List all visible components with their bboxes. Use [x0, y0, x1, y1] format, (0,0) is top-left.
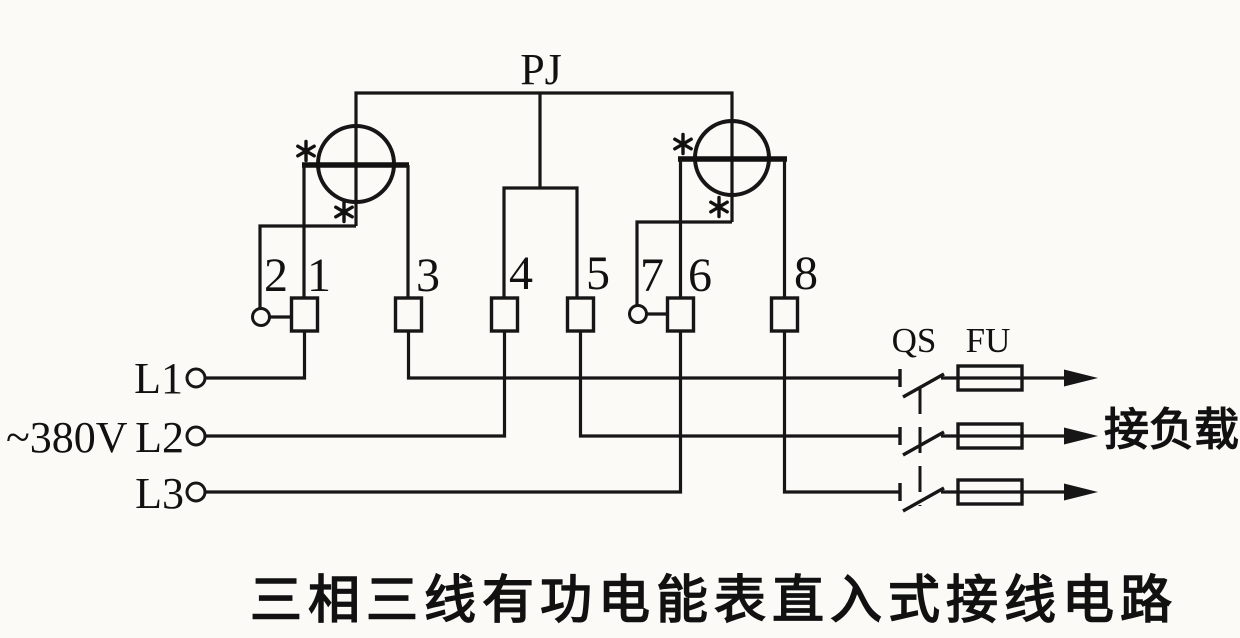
wire-l3-out [782, 331, 900, 494]
source-terminal-l3 [185, 481, 207, 503]
phase-label-l3: L3 [135, 469, 184, 518]
source-terminal-l1 [185, 367, 207, 389]
switch-label: QS [892, 321, 937, 360]
terminal-number-4: 4 [509, 247, 533, 300]
fuse-2 [956, 422, 1024, 450]
polarity-asterisk-3 [673, 132, 693, 156]
terminal-number-5: 5 [586, 247, 610, 300]
wire-voltage-step-1 [258, 224, 356, 308]
terminal-box-4 [489, 296, 520, 333]
wire-pj-rail [354, 91, 734, 226]
terminal-box-3 [393, 296, 424, 333]
fuse-3 [956, 478, 1024, 506]
phase-label-l2: L2 [135, 413, 184, 462]
phase-label-l1: L1 [134, 354, 183, 403]
terminal-box-5 [565, 296, 596, 333]
terminal-circle-2 [251, 307, 271, 327]
polarity-asterisk-1 [296, 139, 316, 163]
wire-l2-in [205, 331, 507, 438]
load-arrow-2 [1064, 427, 1098, 445]
wire-voltage-tap [502, 93, 579, 298]
wire-l3-in [205, 331, 683, 494]
fuse-label: FU [966, 321, 1011, 360]
wire-voltage-step-2 [635, 220, 732, 305]
wire-l1-out [406, 331, 900, 380]
system-voltage-label: ~380V [6, 413, 128, 462]
load-label: 接负载 [1104, 405, 1239, 455]
terminal-box-1 [289, 296, 320, 333]
terminal-number-1: 1 [307, 249, 331, 302]
wire-element1-drops [302, 165, 410, 298]
terminal-box-8 [769, 296, 800, 333]
switch-blade-1 [902, 372, 945, 399]
terminal-number-6: 6 [688, 249, 712, 302]
terminal-number-3: 3 [416, 249, 440, 302]
terminal-number-2: 2 [264, 249, 288, 302]
diagram-caption: 三相三线有功电能表直入式接线电路 [250, 572, 1178, 630]
load-arrow-1 [1064, 369, 1098, 387]
source-terminal-l2 [185, 425, 207, 447]
switch-blade-3 [902, 486, 945, 513]
terminal-circle-7 [628, 304, 648, 324]
polarity-asterisk-4 [709, 195, 729, 219]
wire-l1-in [205, 331, 307, 380]
terminal-box-6 [665, 296, 696, 333]
wire-element2-drops [678, 159, 787, 298]
load-arrow-3 [1064, 483, 1098, 501]
terminal-number-7: 7 [640, 249, 664, 302]
meter-label: PJ [520, 45, 562, 94]
fuse-1 [956, 364, 1024, 392]
wire-l2-out [578, 331, 900, 438]
terminal-number-8: 8 [794, 247, 818, 300]
polarity-asterisk-2 [334, 200, 354, 224]
switch-blade-2 [902, 430, 945, 457]
